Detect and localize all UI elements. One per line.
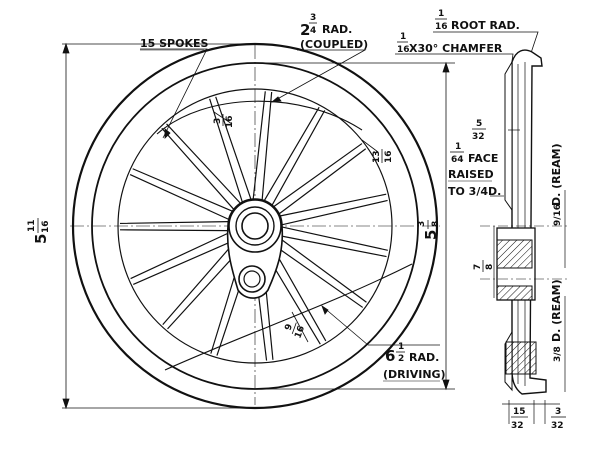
spoke bbox=[252, 91, 273, 200]
svg-text:ROOT RAD.: ROOT RAD. bbox=[451, 19, 520, 32]
svg-text:X30° CHAMFER: X30° CHAMFER bbox=[409, 42, 503, 55]
svg-text:16: 16 bbox=[397, 45, 410, 55]
svg-text:TO 3/4D.: TO 3/4D. bbox=[448, 185, 501, 198]
label-wheel-diameter: 5 3 8 bbox=[417, 220, 441, 240]
svg-text:64: 64 bbox=[451, 155, 464, 165]
label-face-raised: 1 64 FACE RAISED TO 3/4D. bbox=[448, 142, 501, 198]
label-driving-radius: 6 1 2 RAD. (DRIVING) bbox=[383, 342, 446, 382]
spoke bbox=[162, 242, 241, 330]
label-13-16: 13 16 bbox=[372, 149, 394, 163]
spoke bbox=[130, 232, 233, 285]
spoke bbox=[273, 143, 367, 215]
svg-text:16: 16 bbox=[384, 150, 394, 163]
svg-text:D. (REAM): D. (REAM) bbox=[550, 143, 563, 206]
svg-text:6: 6 bbox=[385, 347, 395, 365]
svg-text:7: 7 bbox=[473, 264, 483, 270]
svg-text:1: 1 bbox=[455, 142, 461, 152]
svg-text:15: 15 bbox=[513, 407, 526, 417]
svg-text:2: 2 bbox=[398, 354, 404, 364]
dim-wheel-diameter bbox=[255, 61, 455, 391]
label-overall-diameter: 5 11 16 bbox=[27, 218, 51, 244]
label-root-radius: 1 16 ROOT RAD. bbox=[435, 9, 520, 32]
balance-weights bbox=[156, 100, 413, 371]
svg-text:3: 3 bbox=[310, 13, 316, 23]
spoke bbox=[273, 237, 367, 308]
label-3-32: 3 32 bbox=[551, 407, 566, 431]
svg-text:RAD.: RAD. bbox=[409, 351, 439, 364]
svg-text:3: 3 bbox=[555, 407, 561, 417]
svg-text:1: 1 bbox=[398, 342, 404, 352]
label-coupled-radius: 2 3 4 RAD. (COUPLED) bbox=[300, 13, 368, 51]
spoke bbox=[263, 106, 326, 206]
svg-text:5: 5 bbox=[32, 234, 50, 244]
label-3-16: 3 16 bbox=[213, 114, 235, 128]
label-7-8: 7 8 bbox=[473, 260, 495, 272]
dim-overall-diameter bbox=[62, 42, 250, 410]
svg-text:1: 1 bbox=[438, 9, 444, 19]
svg-text:2: 2 bbox=[300, 21, 310, 39]
svg-text:RAD.: RAD. bbox=[322, 23, 352, 36]
svg-text:16: 16 bbox=[225, 115, 235, 128]
spoke bbox=[280, 226, 388, 258]
svg-text:32: 32 bbox=[511, 421, 524, 431]
svg-text:11: 11 bbox=[27, 219, 37, 232]
svg-text:16: 16 bbox=[293, 325, 307, 340]
svg-text:16: 16 bbox=[41, 220, 51, 233]
spoke bbox=[161, 123, 241, 210]
svg-text:8: 8 bbox=[485, 264, 495, 270]
svg-text:32: 32 bbox=[551, 421, 564, 431]
svg-text:3/8: 3/8 bbox=[553, 346, 563, 362]
svg-text:1: 1 bbox=[400, 32, 406, 42]
label-ream-upper: 9/16 D. (REAM) bbox=[550, 143, 563, 226]
spoke bbox=[129, 168, 233, 220]
svg-text:5: 5 bbox=[476, 119, 482, 129]
label-15-32: 15 32 bbox=[511, 407, 528, 431]
spoke bbox=[209, 96, 252, 202]
svg-text:8: 8 bbox=[431, 221, 441, 227]
spokes bbox=[119, 91, 388, 361]
svg-text:(DRIVING): (DRIVING) bbox=[383, 368, 446, 381]
svg-text:FACE: FACE bbox=[468, 152, 498, 165]
label-chamfer: 1 16 X30° CHAMFER bbox=[397, 32, 503, 55]
label-9-16: 9 16 bbox=[283, 322, 307, 340]
svg-text:(COUPLED): (COUPLED) bbox=[300, 38, 368, 51]
section-view bbox=[480, 49, 570, 424]
svg-text:5: 5 bbox=[422, 230, 440, 240]
svg-text:32: 32 bbox=[472, 132, 485, 142]
svg-text:3: 3 bbox=[213, 118, 223, 124]
svg-text:3: 3 bbox=[417, 221, 427, 227]
svg-text:15 SPOKES: 15 SPOKES bbox=[140, 37, 209, 50]
svg-text:16: 16 bbox=[435, 22, 448, 32]
hub bbox=[226, 198, 284, 299]
leaders bbox=[140, 31, 539, 346]
spoke bbox=[280, 193, 388, 226]
label-spokes: 15 SPOKES bbox=[140, 37, 209, 51]
svg-text:D. (REAM): D. (REAM) bbox=[550, 279, 563, 342]
svg-text:4: 4 bbox=[310, 26, 316, 36]
svg-text:RAISED: RAISED bbox=[448, 168, 494, 181]
svg-text:9: 9 bbox=[283, 323, 295, 332]
svg-text:9/16: 9/16 bbox=[553, 204, 563, 226]
spoke bbox=[119, 221, 229, 232]
label-ream-lower: 3/8 D. (REAM) bbox=[550, 279, 563, 362]
label-5-32: 5 32 bbox=[472, 119, 486, 142]
svg-text:13: 13 bbox=[372, 150, 382, 163]
